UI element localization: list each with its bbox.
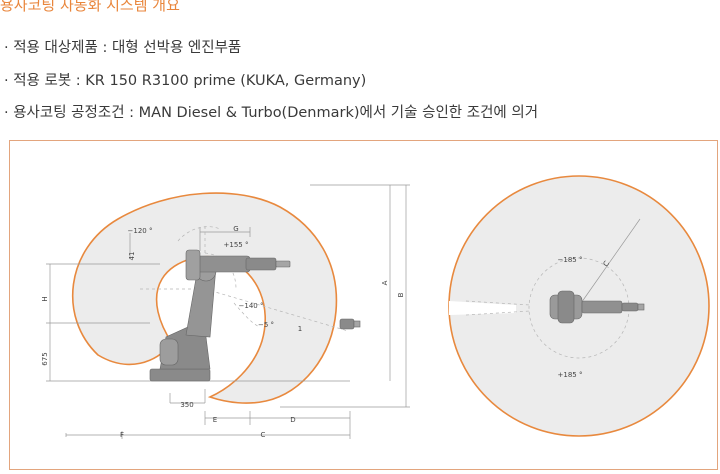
dim-label-d: D [290, 416, 295, 424]
dim-label-675: 675 [41, 352, 49, 365]
top-radius-line [578, 218, 641, 307]
top-view: −185 ° +185 ° C [448, 175, 710, 437]
top-angle-label-pos185: +185 ° [558, 371, 583, 379]
workspace-diagram: −120 ° +155 ° −140 ° −5 ° G 41 H 675 350… [41, 175, 710, 439]
dim-label-f: F [120, 431, 124, 439]
angle-label-pos155: +155 ° [224, 241, 249, 249]
angle-label-neg140: −140 ° [239, 302, 264, 310]
side-view: −120 ° +155 ° −140 ° −5 ° G 41 H 675 350… [41, 184, 410, 439]
bullet-target-product: · 적용 대상제품 : 대형 선박용 엔진부품 [4, 40, 242, 56]
dim-label-c: C [261, 431, 266, 439]
dim-label-e: E [213, 416, 217, 424]
workspace-diagram-frame: −120 ° +155 ° −140 ° −5 ° G 41 H 675 350… [9, 140, 718, 470]
dim-label-1: 1 [298, 325, 302, 333]
bullet-robot: · 적용 로봇 : KR 150 R3100 prime (KUKA, Germ… [4, 73, 367, 89]
side-dimension-lines [46, 184, 410, 439]
page-title: 용사코팅 자동화 시스템 개요 [0, 0, 180, 14]
side-robot [149, 249, 361, 382]
top-dim-label-c: C [602, 259, 611, 268]
dim-label-350: 350 [180, 401, 193, 409]
dim-label-g: G [233, 225, 238, 233]
top-angle-label-neg185: −185 ° [558, 256, 583, 264]
bullet-process-condition: · 용사코팅 공정조건 : MAN Diesel & Turbo(Denmark… [4, 105, 539, 121]
dim-label-h: H [41, 296, 49, 301]
side-work-envelope [71, 192, 338, 404]
angle-label-neg5: −5 ° [258, 321, 274, 329]
dim-label-b: B [397, 292, 405, 297]
angle-label-neg120: −120 ° [128, 227, 153, 235]
dim-label-41: 41 [128, 252, 136, 261]
dim-label-a: A [381, 280, 389, 285]
top-robot [549, 290, 645, 324]
top-envelope-gap [449, 301, 516, 315]
